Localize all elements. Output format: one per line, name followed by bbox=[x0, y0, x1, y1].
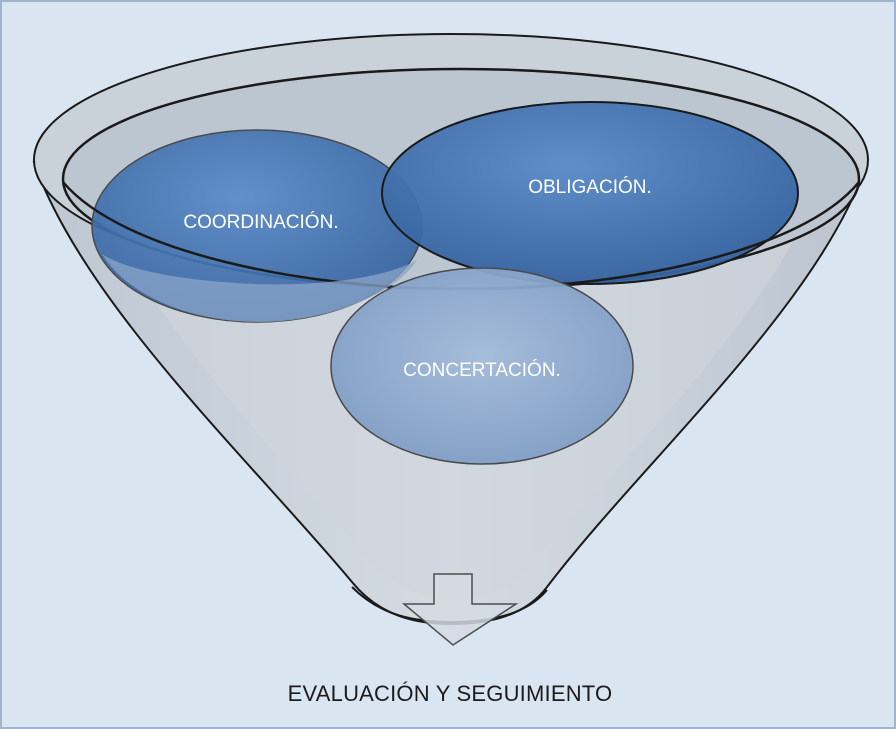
down-arrow-icon bbox=[401, 573, 519, 646]
concertacion-ellipse bbox=[330, 267, 634, 465]
obligacion-label: OBLIGACIÓN. bbox=[528, 176, 652, 198]
concertacion-label: CONCERTACIÓN. bbox=[403, 359, 561, 381]
coordinacion-lower-overlay bbox=[102, 254, 417, 322]
evaluacion-caption: EVALUACIÓN Y SEGUIMIENTO bbox=[287, 681, 613, 706]
obligacion-ellipse bbox=[381, 101, 799, 285]
coordinacion-label: COORDINACIÓN. bbox=[183, 211, 338, 233]
